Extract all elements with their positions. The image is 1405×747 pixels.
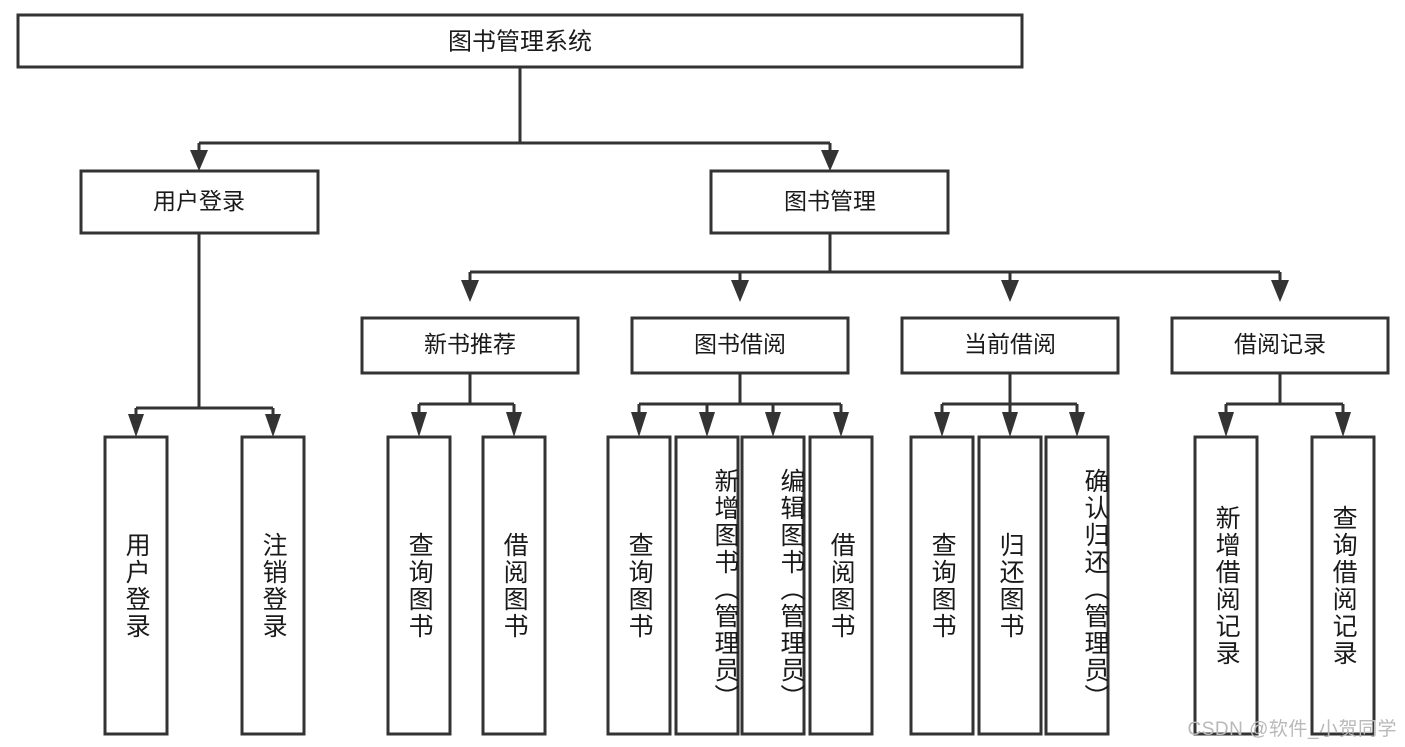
node-leaf-user-logout-box[interactable] — [240, 435, 306, 736]
arrow-head-new-book-recommend — [461, 280, 479, 302]
node-new-book-recommend-label: 新书推荐 — [424, 331, 516, 357]
node-book-management-label: 图书管理 — [784, 188, 876, 214]
node-leaf-query-book-1-box[interactable] — [386, 435, 452, 736]
node-root[interactable]: 图书管理系统 — [16, 13, 1024, 69]
node-book-management[interactable]: 图书管理 — [709, 169, 950, 235]
arrow-head-leaf-user-login — [128, 414, 144, 437]
csdn-watermark: CSDN @软件_小贺同学 — [1187, 719, 1397, 740]
connector-group-book-borrow — [631, 373, 849, 437]
node-leaf-add-record-box[interactable] — [1193, 435, 1259, 736]
node-leaf-query-book-2-box[interactable] — [606, 435, 672, 736]
node-user-login-label: 用户登录 — [153, 188, 245, 214]
arrow-head-leaf-return-book — [1002, 412, 1018, 437]
node-leaf-user-login-box[interactable] — [103, 435, 169, 736]
connector-group-user-login — [128, 233, 281, 437]
arrow-head-borrow-record — [1271, 280, 1289, 302]
node-root-label: 图书管理系统 — [448, 28, 592, 55]
arrow-head-book-borrow — [731, 280, 749, 302]
node-current-borrow-box[interactable] — [900, 316, 1120, 375]
arrow-head-leaf-query-book-2 — [631, 412, 647, 437]
node-leaf-query-book-3-box[interactable] — [909, 435, 975, 736]
node-leaf-add-book-box[interactable] — [674, 435, 740, 736]
node-current-borrow[interactable]: 当前借阅 — [900, 316, 1120, 375]
arrow-head-user-login — [190, 150, 208, 171]
node-borrow-record-label: 借阅记录 — [1234, 331, 1326, 357]
node-user-login-box[interactable] — [79, 169, 320, 235]
arrow-head-leaf-confirm-return — [1069, 412, 1085, 437]
arrow-head-book-management — [821, 150, 839, 171]
arrow-head-current-borrow — [1001, 280, 1019, 302]
arrow-head-leaf-query-book-3 — [934, 412, 950, 437]
node-user-login[interactable]: 用户登录 — [79, 169, 320, 235]
connector-group-root — [190, 67, 839, 171]
connector-group-current-borrow — [934, 373, 1085, 437]
node-leaf-query-record-box[interactable] — [1310, 435, 1376, 736]
node-leaf-borrow-book-2-box[interactable] — [808, 435, 874, 736]
node-leaf-confirm-return-box[interactable] — [1044, 435, 1110, 736]
arrow-head-leaf-add-book — [699, 412, 715, 437]
node-borrow-record-box[interactable] — [1170, 316, 1390, 375]
arrow-head-leaf-borrow-book-2 — [833, 412, 849, 437]
node-book-borrow-box[interactable] — [630, 316, 850, 375]
arrow-head-leaf-add-record — [1218, 412, 1234, 437]
node-leaf-return-book-box[interactable] — [977, 435, 1043, 736]
connector-group-book-management — [461, 233, 1289, 302]
node-current-borrow-label: 当前借阅 — [964, 331, 1056, 357]
node-leaf-edit-book-box[interactable] — [740, 435, 806, 736]
arrow-head-leaf-borrow-book-1 — [506, 412, 522, 437]
node-leaf-borrow-book-1-box[interactable] — [481, 435, 547, 736]
node-book-borrow[interactable]: 图书借阅 — [630, 316, 850, 375]
leaf-boxes — [103, 435, 1376, 736]
connector-group-borrow-record — [1218, 373, 1351, 437]
node-book-borrow-label: 图书借阅 — [694, 331, 786, 357]
node-new-book-recommend[interactable]: 新书推荐 — [360, 316, 580, 375]
arrow-head-leaf-user-logout — [265, 414, 281, 437]
node-root-box[interactable] — [16, 13, 1024, 69]
arrow-head-leaf-query-record — [1335, 412, 1351, 437]
node-book-management-box[interactable] — [709, 169, 950, 235]
connector-group-new-book-recommend — [411, 373, 522, 437]
node-new-book-recommend-box[interactable] — [360, 316, 580, 375]
arrow-head-leaf-query-book-1 — [411, 412, 427, 437]
arrow-head-leaf-edit-book — [765, 412, 781, 437]
node-borrow-record[interactable]: 借阅记录 — [1170, 316, 1390, 375]
